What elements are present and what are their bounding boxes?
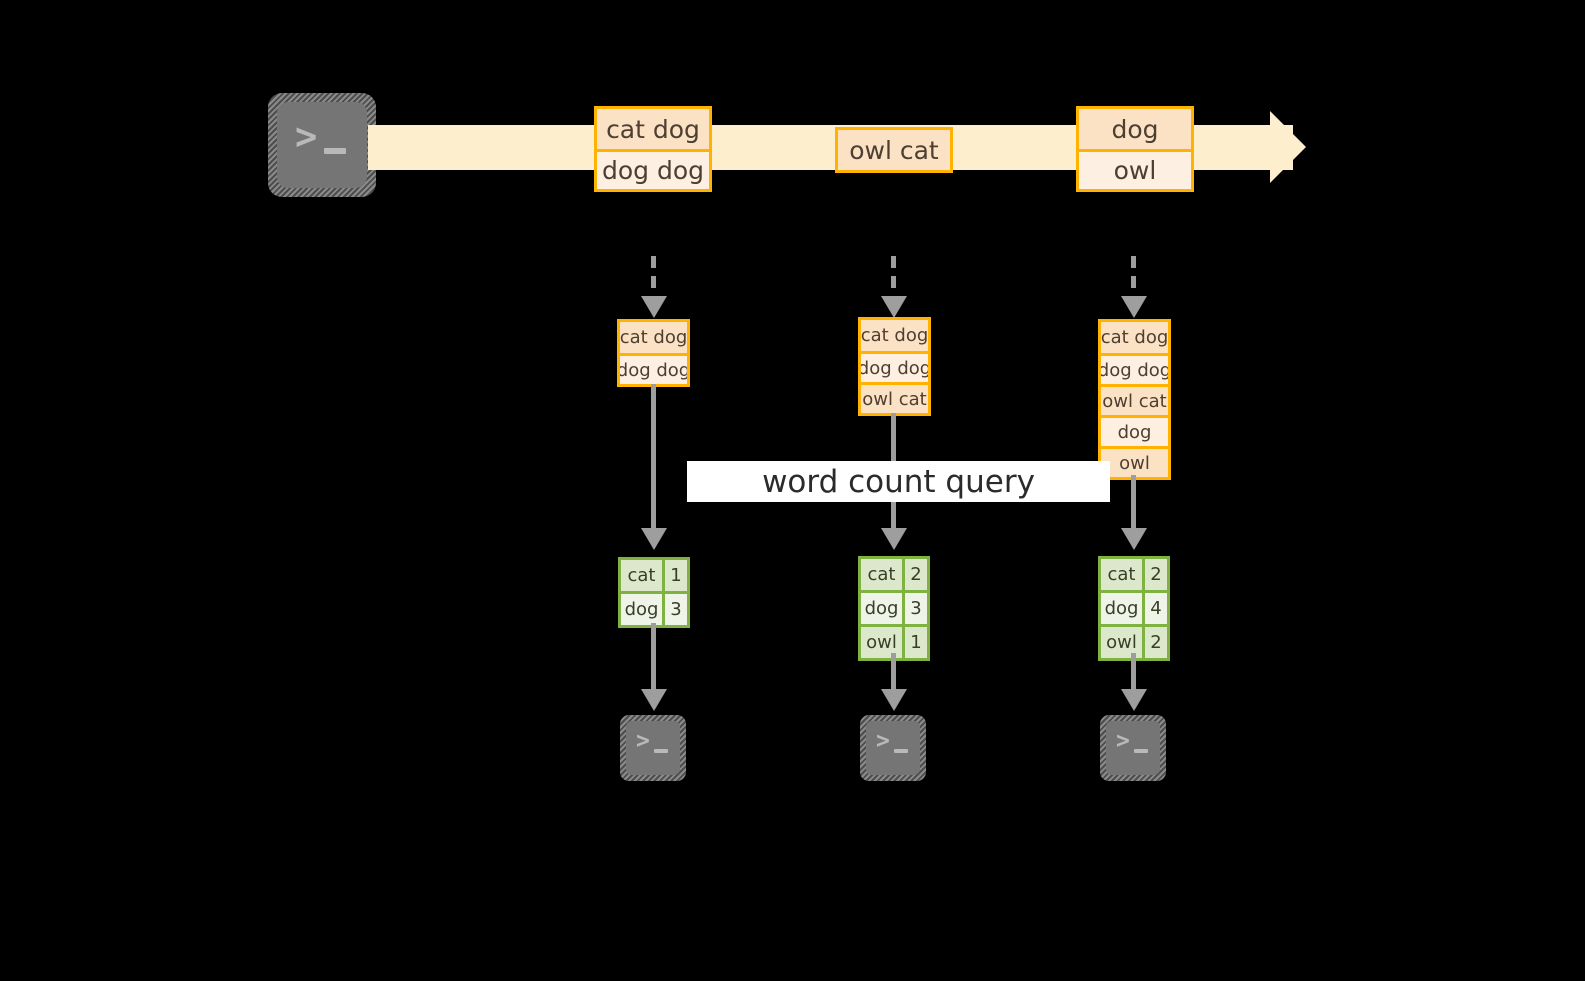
output-terminal-icon-3: > <box>1100 715 1166 781</box>
result-count: 2 <box>905 559 927 590</box>
result-count: 3 <box>905 593 927 624</box>
result-row: owl 1 <box>861 624 927 658</box>
stream-event-line: dog dog <box>597 149 709 189</box>
result-word: owl <box>1101 627 1145 658</box>
dashed-connector-1 <box>651 256 656 300</box>
accumulated-row: owl cat <box>1101 384 1168 415</box>
terminal-prompt-underscore <box>1134 749 1148 753</box>
result-count: 4 <box>1145 593 1167 624</box>
result-row: cat 2 <box>861 559 927 590</box>
stream-event-line: owl cat <box>838 130 950 170</box>
accumulated-row: cat dog <box>1101 322 1168 353</box>
terminal-prompt-chevron: > <box>876 728 890 754</box>
result-row: dog 3 <box>861 590 927 624</box>
stream-event-line: cat dog <box>597 109 709 149</box>
output-connector-3-head <box>1121 689 1147 711</box>
result-word: cat <box>621 560 665 591</box>
result-count: 1 <box>905 627 927 658</box>
dashed-connector-2 <box>891 256 896 300</box>
accumulated-table-3: cat dog dog dog owl cat dog owl <box>1098 319 1171 480</box>
query-connector-3 <box>1131 475 1136 532</box>
result-count: 2 <box>1145 627 1167 658</box>
terminal-prompt-underscore <box>654 749 668 753</box>
output-connector-1 <box>651 623 656 693</box>
stream-event-group-1: cat dog dog dog <box>594 106 712 192</box>
output-terminal-icon-2: > <box>860 715 926 781</box>
query-connector-3-head <box>1121 528 1147 550</box>
result-count: 3 <box>665 594 687 625</box>
accumulated-row: dog <box>1101 415 1168 446</box>
terminal-screen: > <box>626 721 680 775</box>
terminal-prompt-chevron: > <box>1116 728 1130 754</box>
dashed-connector-2-head <box>881 296 907 318</box>
accumulated-row: dog dog <box>620 353 687 384</box>
output-connector-2-head <box>881 689 907 711</box>
result-row: dog 4 <box>1101 590 1167 624</box>
terminal-prompt-underscore <box>324 148 346 154</box>
result-word: dog <box>621 594 665 625</box>
result-row: dog 3 <box>621 591 687 625</box>
accumulated-row: dog dog <box>861 351 928 382</box>
query-caption: word count query <box>687 461 1110 502</box>
result-count: 1 <box>665 560 687 591</box>
dashed-connector-3-head <box>1121 296 1147 318</box>
result-word: dog <box>1101 593 1145 624</box>
accumulated-table-2: cat dog dog dog owl cat <box>858 317 931 416</box>
output-terminal-icon-1: > <box>620 715 686 781</box>
accumulated-row: dog dog <box>1101 353 1168 384</box>
query-connector-1 <box>651 384 656 532</box>
accumulated-table-1: cat dog dog dog <box>617 319 690 387</box>
stream-arrow-head <box>1270 111 1306 183</box>
output-connector-1-head <box>641 689 667 711</box>
terminal-prompt-chevron: > <box>636 728 650 754</box>
dashed-connector-1-head <box>641 296 667 318</box>
stream-event-group-2: owl cat <box>835 127 953 173</box>
accumulated-row: owl <box>1101 446 1168 477</box>
terminal-prompt-underscore <box>894 749 908 753</box>
result-row: cat 2 <box>1101 559 1167 590</box>
terminal-screen: > <box>866 721 920 775</box>
result-word: cat <box>861 559 905 590</box>
result-word: cat <box>1101 559 1145 590</box>
query-connector-2-head <box>881 528 907 550</box>
result-word: dog <box>861 593 905 624</box>
result-table-3: cat 2 dog 4 owl 2 <box>1098 556 1170 661</box>
source-terminal-icon: > <box>268 93 376 197</box>
dashed-connector-3 <box>1131 256 1136 300</box>
accumulated-row: cat dog <box>861 320 928 351</box>
query-connector-1-head <box>641 528 667 550</box>
terminal-prompt-chevron: > <box>295 115 318 158</box>
result-row: cat 1 <box>621 560 687 591</box>
accumulated-row: cat dog <box>620 322 687 353</box>
stream-event-line: dog <box>1079 109 1191 149</box>
result-word: owl <box>861 627 905 658</box>
terminal-screen: > <box>277 102 367 188</box>
accumulated-row: owl cat <box>861 382 928 413</box>
result-row: owl 2 <box>1101 624 1167 658</box>
terminal-screen: > <box>1106 721 1160 775</box>
result-count: 2 <box>1145 559 1167 590</box>
stream-event-line: owl <box>1079 149 1191 189</box>
stream-event-group-3: dog owl <box>1076 106 1194 192</box>
result-table-1: cat 1 dog 3 <box>618 557 690 628</box>
output-connector-2 <box>891 653 896 693</box>
result-table-2: cat 2 dog 3 owl 1 <box>858 556 930 661</box>
output-connector-3 <box>1131 653 1136 693</box>
